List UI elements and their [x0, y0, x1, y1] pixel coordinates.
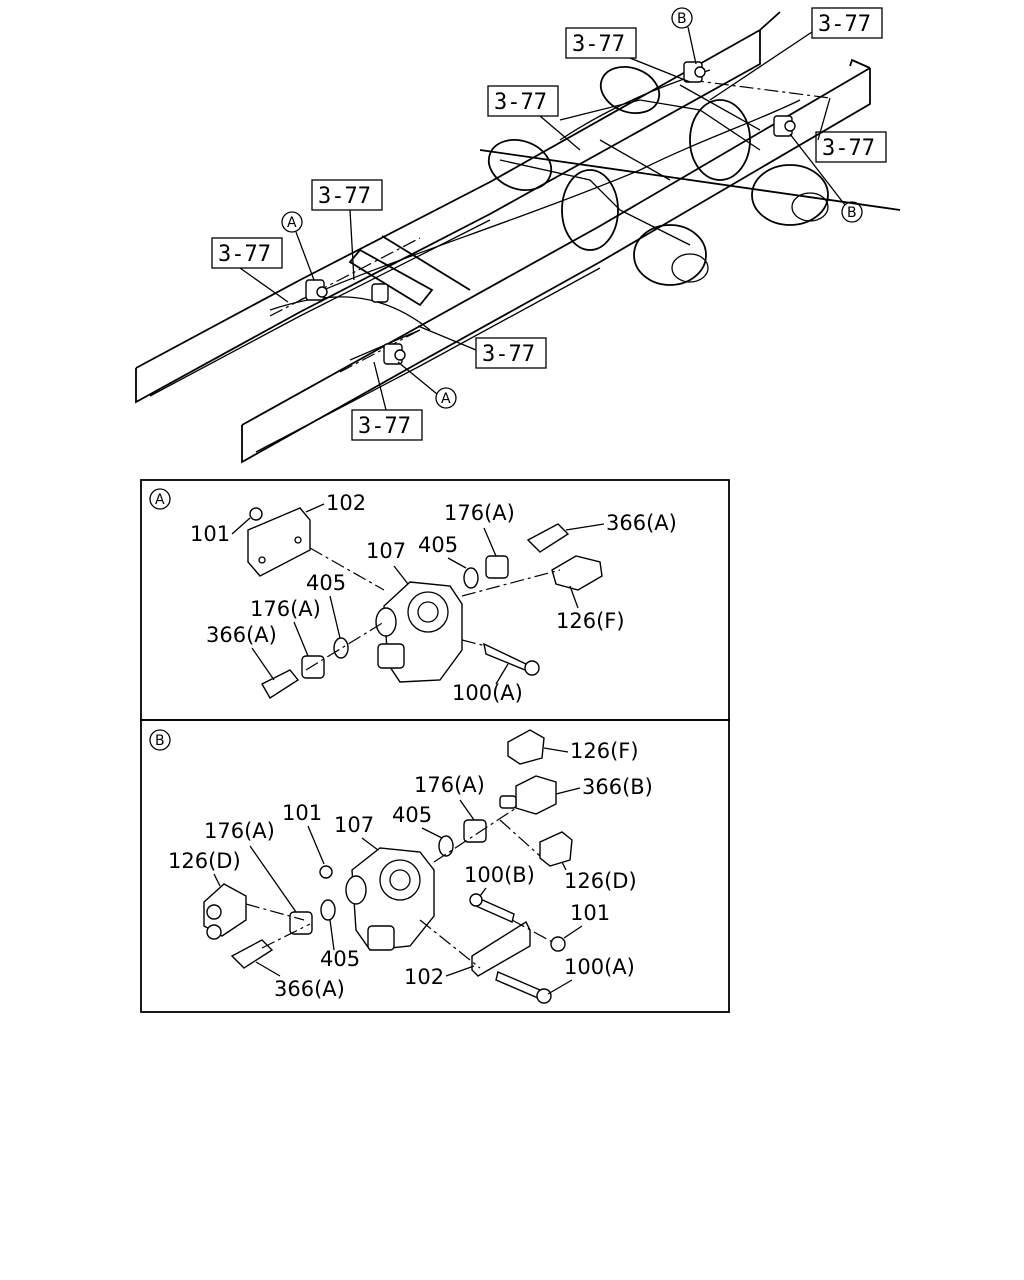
valve-cluster-a-left: [305, 279, 328, 301]
bolt-100a: [495, 971, 552, 1004]
ref-box-left[interactable]: 3-77: [211, 237, 289, 303]
label-366b: 366(B): [582, 775, 653, 799]
nut-101-top: [319, 865, 333, 879]
washer-405-bottom: [320, 899, 336, 921]
label-176a-left: 176(A): [250, 597, 321, 621]
label-107: 107: [334, 813, 374, 837]
label-100a: 100(A): [564, 955, 635, 979]
elbow-126d-left: [203, 883, 247, 940]
washer-405-top: [438, 835, 454, 857]
label-176a-top: 176(A): [444, 501, 515, 525]
detail-panel-a: A: [140, 479, 730, 721]
label-101-top: 101: [282, 801, 322, 825]
panel-b-marker: [149, 729, 171, 751]
label-100b: 100(B): [464, 863, 535, 887]
label-102: 102: [326, 491, 366, 515]
svg-text:A: A: [441, 391, 451, 407]
label-101-right: 101: [570, 901, 610, 925]
label-126f: 126(F): [556, 609, 625, 633]
nut-101: [249, 507, 263, 521]
washer-405-top: [463, 567, 479, 589]
panel-a-marker: [149, 488, 171, 510]
label-366a: 366(A): [274, 977, 345, 1001]
svg-text:A: A: [155, 492, 165, 508]
ref-box-right[interactable]: 3-77: [815, 97, 887, 163]
connector-366a-left: [261, 669, 300, 699]
ref-label: 3-77: [822, 136, 875, 161]
elbow-126d-right: [539, 831, 573, 867]
valve-cluster-b-right: [773, 115, 796, 137]
connector-366a: [230, 939, 274, 969]
label-405-top: 405: [392, 803, 432, 827]
bracket-102: [247, 507, 311, 577]
detail-panel-b: B: [140, 719, 730, 1013]
svg-text:B: B: [155, 733, 165, 749]
label-405-left: 405: [306, 571, 346, 595]
valve-cluster-center: [371, 283, 389, 303]
bolt-100b: [469, 893, 515, 923]
svg-text:B: B: [847, 205, 857, 221]
label-366a-left: 366(A): [206, 623, 277, 647]
adapter-176a-top: [463, 819, 487, 843]
svg-text:A: A: [287, 215, 297, 231]
label-126d-left: 126(D): [168, 849, 241, 873]
relay-valve-107: [375, 581, 463, 683]
label-405-bottom: 405: [320, 947, 360, 971]
elbow-126f: [551, 555, 603, 591]
marker-a-left[interactable]: A: [281, 211, 315, 281]
ref-box-bottom[interactable]: 3-77: [351, 361, 423, 441]
ref-box-upper-left[interactable]: 3-77: [487, 85, 581, 151]
ref-label: 3-77: [572, 32, 625, 57]
label-102: 102: [404, 965, 444, 989]
ref-box-center-lower[interactable]: 3-77: [417, 325, 547, 369]
label-176a-left: 176(A): [204, 819, 275, 843]
label-107: 107: [366, 539, 406, 563]
ref-label: 3-77: [818, 12, 871, 37]
label-100a: 100(A): [452, 681, 523, 705]
valve-cluster-a-right: [383, 343, 406, 365]
label-176a-top: 176(A): [414, 773, 485, 797]
ref-box-top-center[interactable]: 3-77: [565, 27, 691, 83]
bolt-100a: [483, 642, 540, 676]
ref-box-top-right[interactable]: 3-77: [709, 7, 883, 101]
svg-text:B: B: [677, 11, 687, 27]
ref-label: 3-77: [218, 242, 271, 267]
tee-366b: [499, 775, 557, 815]
ref-box-left-middle[interactable]: 3-77: [311, 179, 383, 281]
valve-cluster-b-top: [683, 61, 706, 83]
label-126d-right: 126(D): [564, 869, 637, 893]
ref-label: 3-77: [494, 90, 547, 115]
marker-b-right[interactable]: B: [789, 133, 863, 223]
ref-label: 3-77: [482, 342, 535, 367]
connector-366a-top: [526, 523, 570, 553]
label-126f: 126(F): [570, 739, 639, 763]
adapter-176a-left: [301, 655, 325, 679]
label-405-top: 405: [418, 533, 458, 557]
chassis-overview: 3-77 3-77 3-77 3-77 3-77 3-77: [135, 7, 901, 464]
marker-a-bottom[interactable]: A: [397, 361, 457, 409]
brake-lines: [269, 69, 831, 373]
ref-label: 3-77: [358, 414, 411, 439]
crossmembers: [348, 84, 761, 307]
relay-valve-107: [345, 847, 435, 951]
ref-label: 3-77: [318, 184, 371, 209]
right-frame-rail: [241, 58, 871, 464]
elbow-126f: [507, 729, 545, 765]
marker-b-top[interactable]: B: [671, 7, 697, 65]
adapter-176a-left: [289, 911, 313, 935]
washer-405-left: [333, 637, 349, 659]
nut-101-right: [550, 936, 566, 952]
adapter-176a-top: [485, 555, 509, 579]
label-366a-top: 366(A): [606, 511, 677, 535]
left-frame-rail: [135, 11, 781, 404]
label-101: 101: [190, 522, 230, 546]
bracket-102: [471, 920, 531, 977]
